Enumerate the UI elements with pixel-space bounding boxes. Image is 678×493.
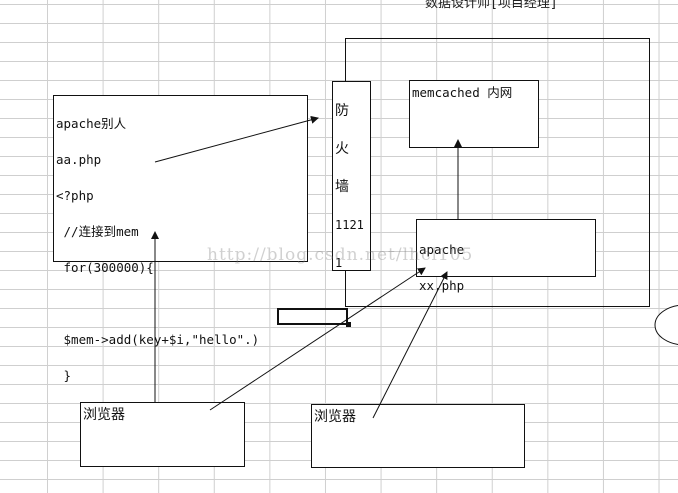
line: 火 [335, 141, 349, 157]
fill-handle[interactable] [346, 322, 351, 327]
line: $mem->add(key+$i,"hello".) [56, 332, 260, 347]
diagram-title: 数据设计师[项目经理] [425, 0, 558, 11]
watermark: http://blog.csdn.net/lhcl105 [207, 245, 474, 265]
line: 1 [335, 256, 343, 270]
line: 1121 [335, 218, 364, 232]
line: apache别人 [56, 116, 127, 131]
line: } [56, 368, 72, 383]
line: for(300000){ [56, 260, 154, 275]
line: 防 [335, 103, 349, 119]
apache-box: apache xx.php [416, 219, 596, 293]
line: //连接到mem [56, 224, 139, 239]
browser-box-1: 浏览器 [80, 402, 245, 467]
firewall-box: 防 火 墙 1121 1 [332, 81, 371, 271]
memcached-box: memcached 内网 [409, 80, 539, 148]
oval-shape [654, 305, 678, 345]
browser-label: 浏览器 [83, 407, 125, 423]
arrow-browser2-to-apache [372, 271, 448, 419]
line: 墙 [335, 179, 349, 195]
line: apache [419, 242, 465, 257]
arrow-browser-to-apache [209, 267, 426, 411]
browser-label: 浏览器 [314, 409, 356, 425]
arrow-to-firewall [154, 115, 319, 163]
apache-other-box: apache别人 aa.php <?php //连接到mem for(30000… [53, 95, 308, 383]
memcached-label: memcached 内网 [412, 85, 513, 100]
selected-cell[interactable] [277, 308, 348, 325]
line: <?php [56, 188, 94, 203]
line: xx.php [419, 278, 465, 293]
browser-box-2: 浏览器 [311, 404, 525, 468]
line: aa.php [56, 152, 102, 167]
